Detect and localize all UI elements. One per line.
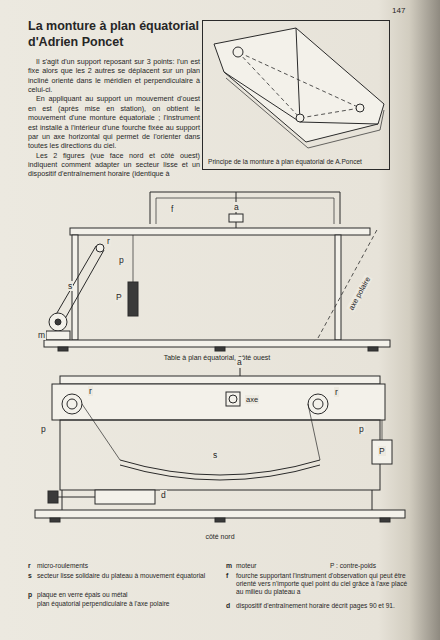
drawing-stroke: [308, 394, 328, 414]
legend-letter: m: [226, 562, 232, 570]
drawing-stroke: [382, 420, 383, 440]
drawing-stroke: [308, 404, 320, 460]
drawing-stroke: [128, 282, 138, 316]
legend-letter: d: [226, 602, 230, 610]
part-letter: p: [118, 255, 125, 265]
legend-text: plaque en verre épais ou métal: [37, 591, 207, 599]
drawing-stroke: [156, 198, 334, 224]
drawing-stroke: [215, 518, 225, 522]
drawing-stroke: [229, 214, 243, 222]
legend-text: dispositif d'entraînement horaire décrit…: [236, 602, 408, 610]
drawing-stroke: [150, 192, 340, 224]
part-letter: P: [378, 446, 386, 456]
drawing-stroke: [48, 491, 58, 503]
drawing-stroke: [233, 47, 243, 57]
drawing-stroke: [67, 399, 77, 409]
part-letter: axe: [245, 395, 259, 404]
drawing-stroke: [240, 368, 241, 376]
page-title: La monture à plan équatorial d'Adrien Po…: [28, 19, 203, 50]
drawing-stroke: [296, 28, 300, 122]
legend-text: fourche supportant l'instrument d'observ…: [236, 572, 408, 596]
part-letter: p: [358, 424, 365, 434]
drawing-stroke: [368, 347, 378, 351]
legend-letter: p: [28, 591, 32, 599]
legend-text: P : contre-poids: [330, 562, 376, 570]
body-paragraph: En appliquant au support un mouvement d'…: [28, 94, 200, 150]
drawing-stroke: [356, 104, 364, 112]
drawing-stroke: [54, 246, 96, 318]
legend-text: moteur: [236, 562, 257, 570]
part-letter: r: [88, 386, 93, 396]
legend-letter: s: [28, 572, 32, 580]
drawing-stroke: [318, 228, 378, 338]
drawing-stroke: [44, 340, 390, 347]
drawing-stroke: [60, 376, 380, 384]
inset-caption: Principe de la monture à plan équatorial…: [208, 158, 384, 166]
view-caption: côté nord: [205, 533, 234, 541]
drawing-stroke: [120, 465, 320, 480]
front-view: [35, 368, 405, 522]
legend-text: micro-roulements: [37, 562, 207, 570]
part-letter: r: [334, 387, 339, 397]
drawing-stroke: [133, 235, 134, 282]
part-letter: P: [115, 292, 123, 302]
legend-text: secteur lisse solidaire du plateau à mou…: [37, 572, 207, 580]
legend-letter: f: [226, 572, 228, 580]
page-number: 147: [392, 6, 405, 16]
drawing-stroke: [296, 114, 304, 122]
drawing-stroke: [49, 313, 67, 331]
drawing-stroke: [372, 440, 392, 464]
drawing-stroke: [58, 497, 95, 498]
drawing-stroke: [214, 28, 384, 142]
drawing-stroke: [313, 399, 323, 409]
drawing-stroke: [70, 228, 370, 235]
drawing-stroke: [96, 244, 104, 252]
part-letter: r: [106, 236, 111, 246]
part-letter: d: [160, 490, 167, 500]
part-letter: a: [233, 202, 240, 212]
body-column: Il s'agit d'un support reposant sur 3 po…: [28, 57, 200, 179]
part-letter: m: [37, 330, 46, 340]
drawing-stroke: [46, 331, 70, 340]
part-letter: p: [40, 424, 47, 434]
body-paragraph: Il s'agit d'un support reposant sur 3 po…: [28, 57, 200, 94]
drawing-stroke: [62, 250, 104, 324]
inset-frame: Principe de la monture à plan équatorial…: [202, 20, 390, 170]
drawing-stroke: [229, 395, 237, 403]
legend-letter: r: [28, 562, 31, 570]
part-letter: s: [67, 281, 73, 291]
drawing-stroke: [380, 110, 384, 130]
drawing-stroke: [52, 384, 385, 420]
drawing-stroke: [62, 490, 63, 510]
drawing-stroke: [226, 392, 240, 406]
drawing-stroke: [226, 78, 380, 148]
part-letter: a: [236, 357, 243, 367]
part-letter: f: [170, 204, 174, 214]
drawing-stroke: [95, 490, 155, 504]
drawing-stroke: [82, 404, 120, 460]
drawing-stroke: [380, 518, 390, 522]
drawing-stroke: [58, 347, 68, 351]
drawing-stroke: [35, 510, 405, 518]
legend-text: plan équatorial perpendiculaire à l'axe …: [37, 600, 212, 608]
drawing-stroke: [215, 347, 225, 351]
drawing-stroke: [224, 72, 378, 124]
view-caption: Table à plan équatorial, côté ouest: [164, 354, 271, 362]
side-view: [44, 192, 390, 351]
drawing-stroke: [335, 235, 341, 340]
drawing-stroke: [238, 52, 360, 118]
part-letter: s: [212, 450, 218, 460]
drawing-stroke: [62, 394, 82, 414]
body-paragraph: Les 2 figures (vue face nord et côté oue…: [28, 151, 200, 179]
drawing-stroke: [50, 518, 60, 522]
drawing-stroke: [55, 319, 61, 325]
principle-sketch: [214, 28, 384, 148]
drawing-stroke: [60, 420, 380, 490]
drawing-stroke: [372, 490, 373, 510]
